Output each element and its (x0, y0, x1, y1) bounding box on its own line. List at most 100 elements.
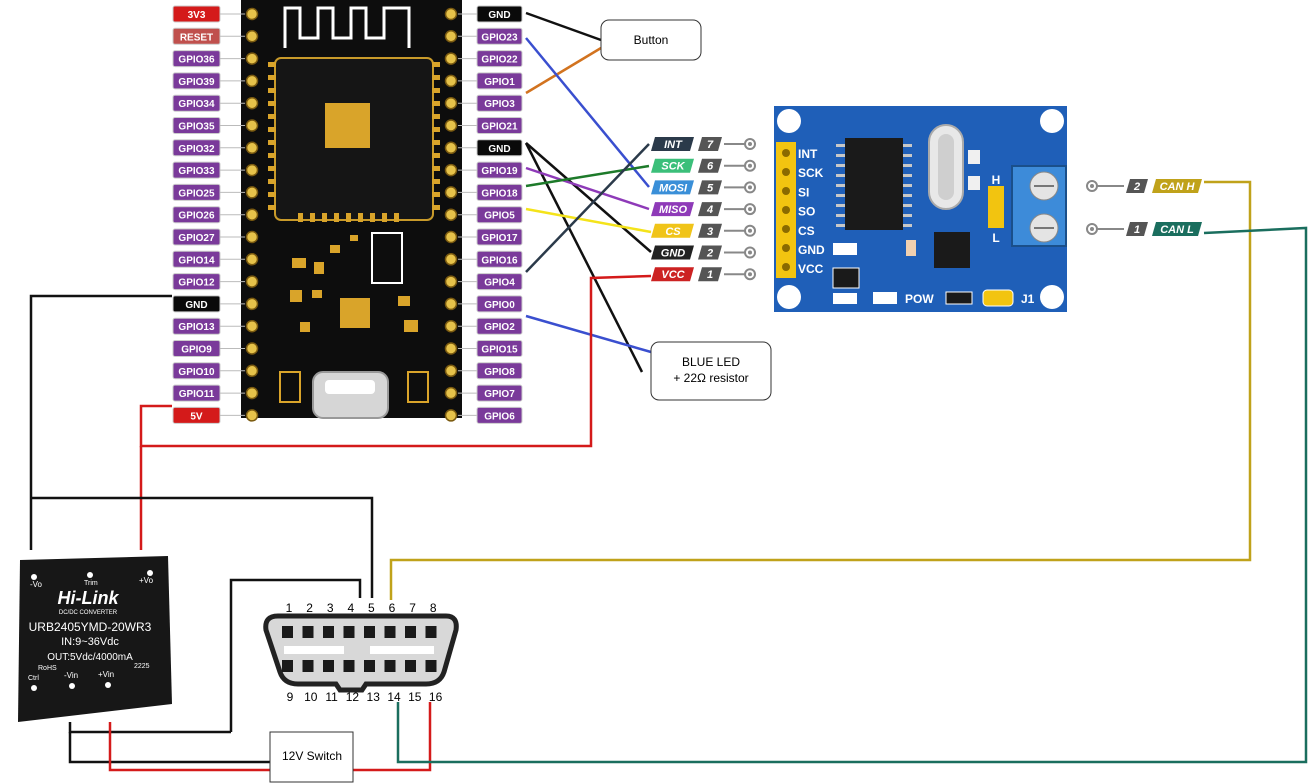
header-hole (245, 230, 259, 244)
header-hole (444, 141, 458, 155)
left-pin-gpio11: GPIO11 (172, 384, 245, 402)
header-hole (444, 386, 458, 400)
can-pin-name: MISO (659, 204, 688, 216)
wire-button-gpio3 (525, 46, 602, 95)
obd2-top-number: 4 (347, 601, 354, 615)
right-pin-gpio8: GPIO8 (458, 362, 523, 380)
silk-label: CS (798, 224, 815, 238)
smd-component (833, 243, 857, 255)
left-pin-gnd: GND (172, 295, 245, 313)
wire-gnd-can (525, 142, 652, 253)
left-pin-gpio10: GPIO10 (172, 362, 245, 380)
esp32-board (241, 0, 462, 422)
obd2-pin (425, 660, 437, 672)
silk-label: GND (798, 243, 825, 257)
wire-int-gpio4 (525, 143, 650, 273)
header-hole (245, 74, 259, 88)
header-hole (444, 364, 458, 378)
left-pin-label: GND (185, 300, 207, 311)
obd2-bottom-number: 16 (429, 690, 443, 704)
wire-vin-minus (68, 722, 231, 734)
header-hole (444, 297, 458, 311)
obd2-divider (370, 646, 434, 654)
left-pin-label: GPIO32 (178, 144, 215, 155)
obd2-pin (384, 660, 396, 672)
header-hole (245, 30, 259, 43)
obd2-top-number: 1 (286, 601, 293, 615)
left-pin-gpio32: GPIO32 (172, 139, 245, 157)
transceiver-chip (934, 232, 970, 268)
left-pin-gpio34: GPIO34 (172, 94, 245, 112)
wire-gnd-led (524, 142, 644, 373)
left-pin-labels: 3V3RESETGPIO36GPIO39GPIO34GPIO35GPIO32GP… (172, 5, 245, 424)
wire-gnd-obd5 (31, 496, 374, 598)
button-note-text: Button (634, 33, 669, 47)
right-pin-label: GPIO7 (484, 389, 515, 400)
can-pin-name: INT (664, 139, 683, 151)
right-pin-label: GPIO15 (481, 345, 518, 356)
wire-can-h (389, 180, 1252, 600)
header-hole (245, 275, 259, 288)
can-bus-number: 2 (1133, 181, 1140, 193)
wire-vcc-5v (139, 274, 652, 448)
j1-label: J1 (1021, 292, 1035, 306)
obd2-bottom-number: 12 (346, 690, 360, 704)
converter-brand: Hi-Link (58, 588, 120, 608)
left-pin-label: RESET (180, 32, 213, 43)
wire-can-l (396, 226, 1308, 764)
right-pin-label: GPIO16 (481, 255, 518, 266)
jumper-l-label: L (992, 231, 999, 245)
left-pin-gpio25: GPIO25 (172, 183, 245, 201)
header-hole (245, 7, 259, 21)
right-pin-label: GPIO1 (484, 77, 515, 88)
smd-component (945, 291, 973, 305)
can-pin-number: 6 (707, 161, 714, 173)
header-hole (444, 119, 458, 132)
pin-plus-vo: +Vo (139, 576, 154, 585)
obd2-bottom-number: 13 (367, 690, 381, 704)
smd-component (832, 267, 860, 289)
right-pin-gpio21: GPIO21 (458, 117, 523, 134)
led-note: BLUE LED + 22Ω resistor (650, 341, 772, 401)
converter-rohs: RoHS (38, 665, 57, 672)
right-pin-label: GPIO19 (481, 166, 518, 177)
right-pin-gpio2: GPIO2 (458, 317, 523, 335)
left-pin-label: GPIO36 (178, 55, 215, 66)
header-hole (444, 409, 458, 422)
silk-label: SCK (798, 166, 824, 180)
left-pin-label: GPIO11 (179, 389, 215, 400)
left-pin-gpio33: GPIO33 (172, 161, 245, 179)
board-header-holes (245, 7, 458, 422)
can-bus-name: CAN L (1160, 224, 1194, 236)
header-hole (245, 208, 259, 221)
left-pin-5v: 5V (172, 406, 245, 424)
can-pin-number: 7 (707, 139, 714, 151)
silk-label: SO (798, 205, 815, 219)
left-pin-label: GPIO25 (178, 188, 215, 199)
obd2-bottom-number: 15 (408, 690, 422, 704)
right-pin-gpio4: GPIO4 (458, 273, 523, 291)
left-pin-gpio36: GPIO36 (172, 50, 245, 68)
right-pin-label: GPIO3 (484, 99, 515, 110)
pin-minus-vin: -Vin (64, 671, 78, 680)
converter-code: 2225 (134, 663, 150, 670)
right-pin-gpio23: GPIO23 (458, 27, 523, 45)
button-note: Button (600, 19, 702, 61)
wire-vin-plus (108, 722, 270, 772)
module-header-pins (782, 149, 790, 271)
smd-component (833, 293, 857, 304)
obd2-pin (364, 660, 375, 672)
j1-jumper (982, 289, 1014, 307)
can-pin-name: VCC (661, 269, 685, 281)
header-hole (444, 163, 458, 177)
wire-led-gpio2 (525, 314, 652, 354)
converter-subtitle: DC/DC CONVERTER (59, 610, 118, 616)
